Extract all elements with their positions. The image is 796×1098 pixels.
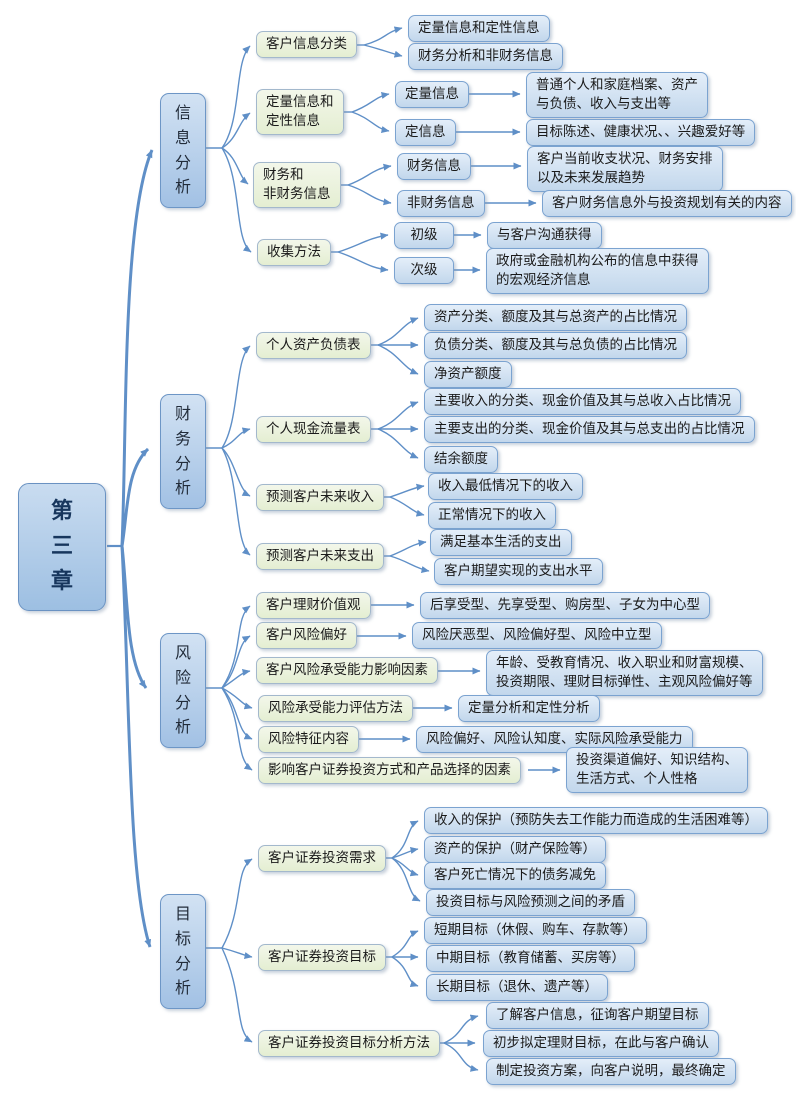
leaf-quant-and-qual-info: 定量信息和定性信息 bbox=[408, 15, 550, 42]
leaf-risk-profile-detail: 风险偏好、风险认知度、实际风险承受能力 bbox=[416, 726, 693, 753]
root-node: 第 三 章 bbox=[18, 483, 106, 611]
leaf-income-protection: 收入的保护（预防失去工作能力而造成的生活困难等） bbox=[424, 807, 768, 834]
node-investment-needs: 客户证券投资需求 bbox=[258, 845, 386, 872]
leaf-goal-risk-conflict: 投资目标与风险预测之间的矛盾 bbox=[426, 889, 635, 916]
node-investment-goals: 客户证券投资目标 bbox=[258, 944, 386, 971]
node-primary-collection: 初级 bbox=[394, 222, 454, 249]
node-customer-info-classification: 客户信息分类 bbox=[256, 31, 357, 58]
node-forecast-future-income: 预测客户未来收入 bbox=[256, 484, 384, 511]
branch-goal-analysis: 目 标 分 析 bbox=[160, 894, 206, 1010]
node-nonfinancial-info: 非财务信息 bbox=[397, 190, 485, 217]
leaf-net-asset-amount: 净资产额度 bbox=[424, 361, 512, 388]
node-collection-methods: 收集方法 bbox=[257, 239, 331, 266]
leaf-expected-expense-level: 客户期望实现的支出水平 bbox=[434, 558, 603, 585]
leaf-long-term-goal: 长期目标（退休、遗产等） bbox=[426, 974, 608, 1001]
node-financial-info: 财务信息 bbox=[397, 153, 471, 180]
node-investment-choice-factors: 影响客户证券投资方式和产品选择的因素 bbox=[258, 757, 521, 784]
leaf-short-term-goal: 短期目标（休假、购车、存款等） bbox=[424, 917, 647, 944]
leaf-nonfinancial-info-detail: 客户财务信息外与投资规划有关的内容 bbox=[542, 190, 792, 217]
node-risk-capacity-factors: 客户风险承受能力影响因素 bbox=[256, 657, 438, 684]
leaf-financial-and-nonfinancial-info: 财务分析和非财务信息 bbox=[408, 43, 563, 70]
branch-risk-analysis: 风 险 分 析 bbox=[160, 633, 206, 749]
leaf-death-debt-relief: 客户死亡情况下的债务减免 bbox=[424, 862, 606, 889]
leaf-secondary-collection-detail: 政府或金融机构公布的信息中获得 的宏观经济信息 bbox=[486, 248, 709, 294]
leaf-quant-info-detail: 普通个人和家庭档案、资产 与负债、收入与支出等 bbox=[526, 72, 708, 118]
node-fin-nonfin-info: 财务和 非财务信息 bbox=[253, 162, 341, 208]
node-risk-preference: 客户风险偏好 bbox=[256, 622, 357, 649]
node-secondary-collection: 次级 bbox=[394, 257, 454, 284]
leaf-basic-living-expense: 满足基本生活的支出 bbox=[430, 529, 572, 556]
leaf-asset-classification: 资产分类、额度及其与总资产的占比情况 bbox=[424, 304, 687, 331]
leaf-method-step-2: 初步拟定理财目标，在此与客户确认 bbox=[483, 1030, 719, 1057]
leaf-minimum-income: 收入最低情况下的收入 bbox=[428, 473, 583, 500]
branch-financial-analysis: 财 务 分 析 bbox=[160, 394, 206, 510]
leaf-primary-collection-detail: 与客户沟通获得 bbox=[487, 222, 602, 249]
leaf-risk-assessment-detail: 定量分析和定性分析 bbox=[458, 695, 600, 722]
branch-info-analysis: 信 息 分 析 bbox=[160, 93, 206, 209]
leaf-investment-choice-detail: 投资渠道偏好、知识结构、 生活方式、个人性格 bbox=[566, 747, 748, 793]
node-personal-cashflow-statement: 个人现金流量表 bbox=[256, 416, 371, 443]
node-forecast-future-expense: 预测客户未来支出 bbox=[256, 543, 384, 570]
node-goal-analysis-methods: 客户证券投资目标分析方法 bbox=[258, 1030, 440, 1057]
leaf-mid-term-goal: 中期目标（教育储蓄、买房等） bbox=[426, 945, 635, 972]
leaf-risk-preference-types: 风险厌恶型、风险偏好型、风险中立型 bbox=[412, 622, 662, 649]
node-risk-assessment-methods: 风险承受能力评估方法 bbox=[258, 695, 413, 722]
node-personal-balance-sheet: 个人资产负债表 bbox=[256, 332, 371, 359]
leaf-surplus-amount: 结余额度 bbox=[424, 446, 498, 473]
node-risk-profile-content: 风险特征内容 bbox=[258, 726, 359, 753]
leaf-financial-values-types: 后享受型、先享受型、购房型、子女为中心型 bbox=[420, 592, 710, 619]
leaf-income-classification: 主要收入的分类、现金价值及其与总收入占比情况 bbox=[424, 388, 741, 415]
leaf-liability-classification: 负债分类、额度及其与总负债的占比情况 bbox=[424, 332, 687, 359]
node-qual-info: 定信息 bbox=[395, 119, 456, 146]
leaf-financial-info-detail: 客户当前收支状况、财务安排 以及未来发展趋势 bbox=[527, 146, 723, 192]
leaf-method-step-1: 了解客户信息，征询客户期望目标 bbox=[486, 1002, 709, 1029]
node-quant-info: 定量信息 bbox=[395, 81, 469, 108]
node-financial-values: 客户理财价值观 bbox=[256, 592, 371, 619]
leaf-expense-classification: 主要支出的分类、现金价值及其与总支出的占比情况 bbox=[424, 416, 755, 443]
leaf-risk-capacity-factors-detail: 年龄、受教育情况、收入职业和财富规模、 投资期限、理财目标弹性、主观风险偏好等 bbox=[486, 650, 763, 696]
leaf-normal-income: 正常情况下的收入 bbox=[428, 502, 556, 529]
leaf-qual-info-detail: 目标陈述、健康状况、、兴趣爱好等 bbox=[526, 119, 756, 146]
leaf-method-step-3: 制定投资方案，向客户说明，最终确定 bbox=[486, 1058, 736, 1085]
leaf-asset-protection: 资产的保护（财产保险等） bbox=[424, 836, 606, 863]
node-quant-qual-info: 定量信息和 定性信息 bbox=[256, 89, 344, 135]
